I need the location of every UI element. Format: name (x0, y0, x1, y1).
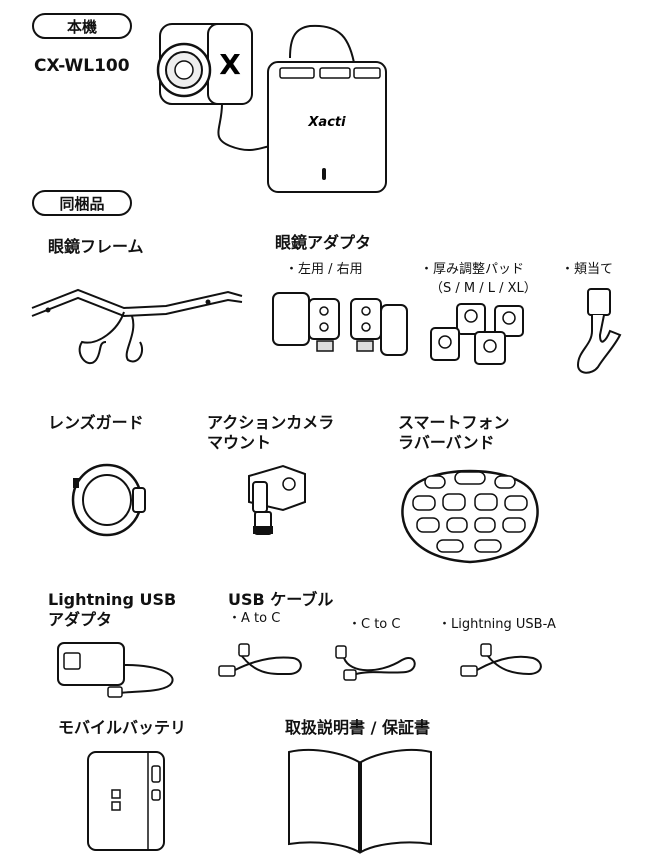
adapter-item-pad-sizes: （S / M / L / XL） (430, 281, 537, 296)
battery-title: モバイルバッテリ (58, 718, 187, 737)
adapter-item-pads: ・厚み調整パッド (420, 262, 525, 277)
lightning-adapter-illustration (50, 635, 190, 705)
phone-band-title-line2: ラバーバンド (398, 433, 495, 452)
xacti-logo: Xacti (307, 115, 346, 130)
accessories-badge: 同梱品 (32, 190, 132, 216)
thickness-pads-illustration (425, 300, 545, 370)
phone-band-title-line1: スマートフォン (398, 413, 510, 432)
glasses-frame-title: 眼鏡フレーム (48, 237, 144, 256)
lens-guard-title: レンズガード (48, 413, 144, 432)
adapter-item-cheek-rest: ・頬当て (561, 262, 614, 277)
cheek-rest-illustration (570, 285, 630, 380)
adapter-item-left-right: ・左用 / 右用 (285, 262, 363, 277)
cable-lightning-usb-a: ・Lightning USB-A (438, 617, 556, 632)
cable-c-to-c: ・C to C (348, 617, 401, 632)
cable-a-to-c-illustration (215, 640, 310, 685)
cable-c-to-c-illustration (330, 640, 425, 685)
action-mount-illustration (243, 462, 313, 542)
camera-x-logo: X (219, 48, 241, 81)
manual-title: 取扱説明書 / 保証書 (285, 718, 430, 737)
usb-cable-title: USB ケーブル (228, 590, 334, 609)
lightning-adapter-title-line2: アダプタ (48, 610, 113, 629)
camera-unit-illustration: X Xacti (150, 18, 410, 198)
glasses-frame-illustration (28, 282, 248, 372)
model-name: CX-WL100 (34, 56, 130, 76)
lightning-adapter-title-line1: Lightning USB (48, 590, 177, 609)
action-mount-title-line2: マウント (207, 433, 272, 452)
battery-illustration (82, 748, 172, 853)
cable-a-to-c: ・A to C (228, 611, 281, 626)
glasses-adapter-title: 眼鏡アダプタ (275, 233, 372, 252)
action-mount-title-line1: アクションカメラ (207, 413, 335, 432)
cable-lightning-illustration (455, 640, 550, 685)
phone-band-illustration (395, 458, 545, 568)
adapter-left-right-illustration (265, 285, 415, 365)
lens-guard-illustration (65, 460, 155, 540)
manual-booklet-illustration (285, 748, 435, 858)
main-unit-badge: 本機 (32, 13, 132, 39)
